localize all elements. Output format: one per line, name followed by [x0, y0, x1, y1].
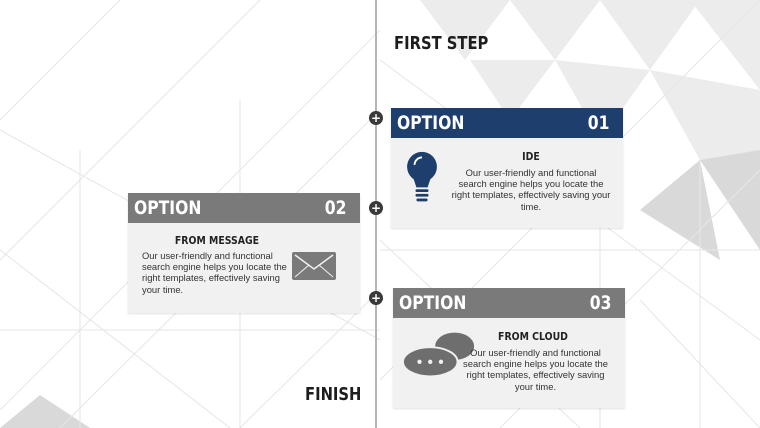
option-card-02: OPTION 02 FROM MESSAGE Our user-friendly…	[128, 193, 360, 313]
chat-cloud-icon	[401, 332, 475, 378]
option-card-header: OPTION 03	[393, 288, 625, 318]
option-description: Our user-friendly and functional search …	[463, 347, 608, 392]
option-card-header: OPTION 01	[391, 108, 623, 138]
option-description: Our user-friendly and functional search …	[451, 167, 611, 212]
plus-icon[interactable]: +	[369, 111, 383, 125]
option-label: OPTION	[399, 292, 467, 314]
finish-heading: FINISH	[305, 384, 362, 405]
option-number: 02	[324, 197, 346, 219]
plus-icon[interactable]: +	[369, 291, 383, 305]
lightbulb-icon	[407, 151, 437, 202]
option-label: OPTION	[397, 112, 465, 134]
option-description: Our user-friendly and functional search …	[142, 250, 287, 295]
first-step-heading: FIRST STEP	[394, 33, 489, 54]
option-label: OPTION	[134, 197, 202, 219]
option-title: FROM CLOUD	[498, 330, 568, 343]
option-title: IDE	[522, 150, 540, 163]
option-number: 03	[589, 292, 611, 314]
plus-icon[interactable]: +	[369, 201, 383, 215]
option-card-03: OPTION 03 FROM CLOUD Our user-friendly a…	[393, 288, 625, 408]
option-number: 01	[587, 112, 609, 134]
option-card-header: OPTION 02	[128, 193, 360, 223]
envelope-icon	[292, 252, 336, 280]
option-card-01: OPTION 01 IDE Our user-friendly and func…	[391, 108, 623, 228]
option-title: FROM MESSAGE	[174, 234, 260, 247]
